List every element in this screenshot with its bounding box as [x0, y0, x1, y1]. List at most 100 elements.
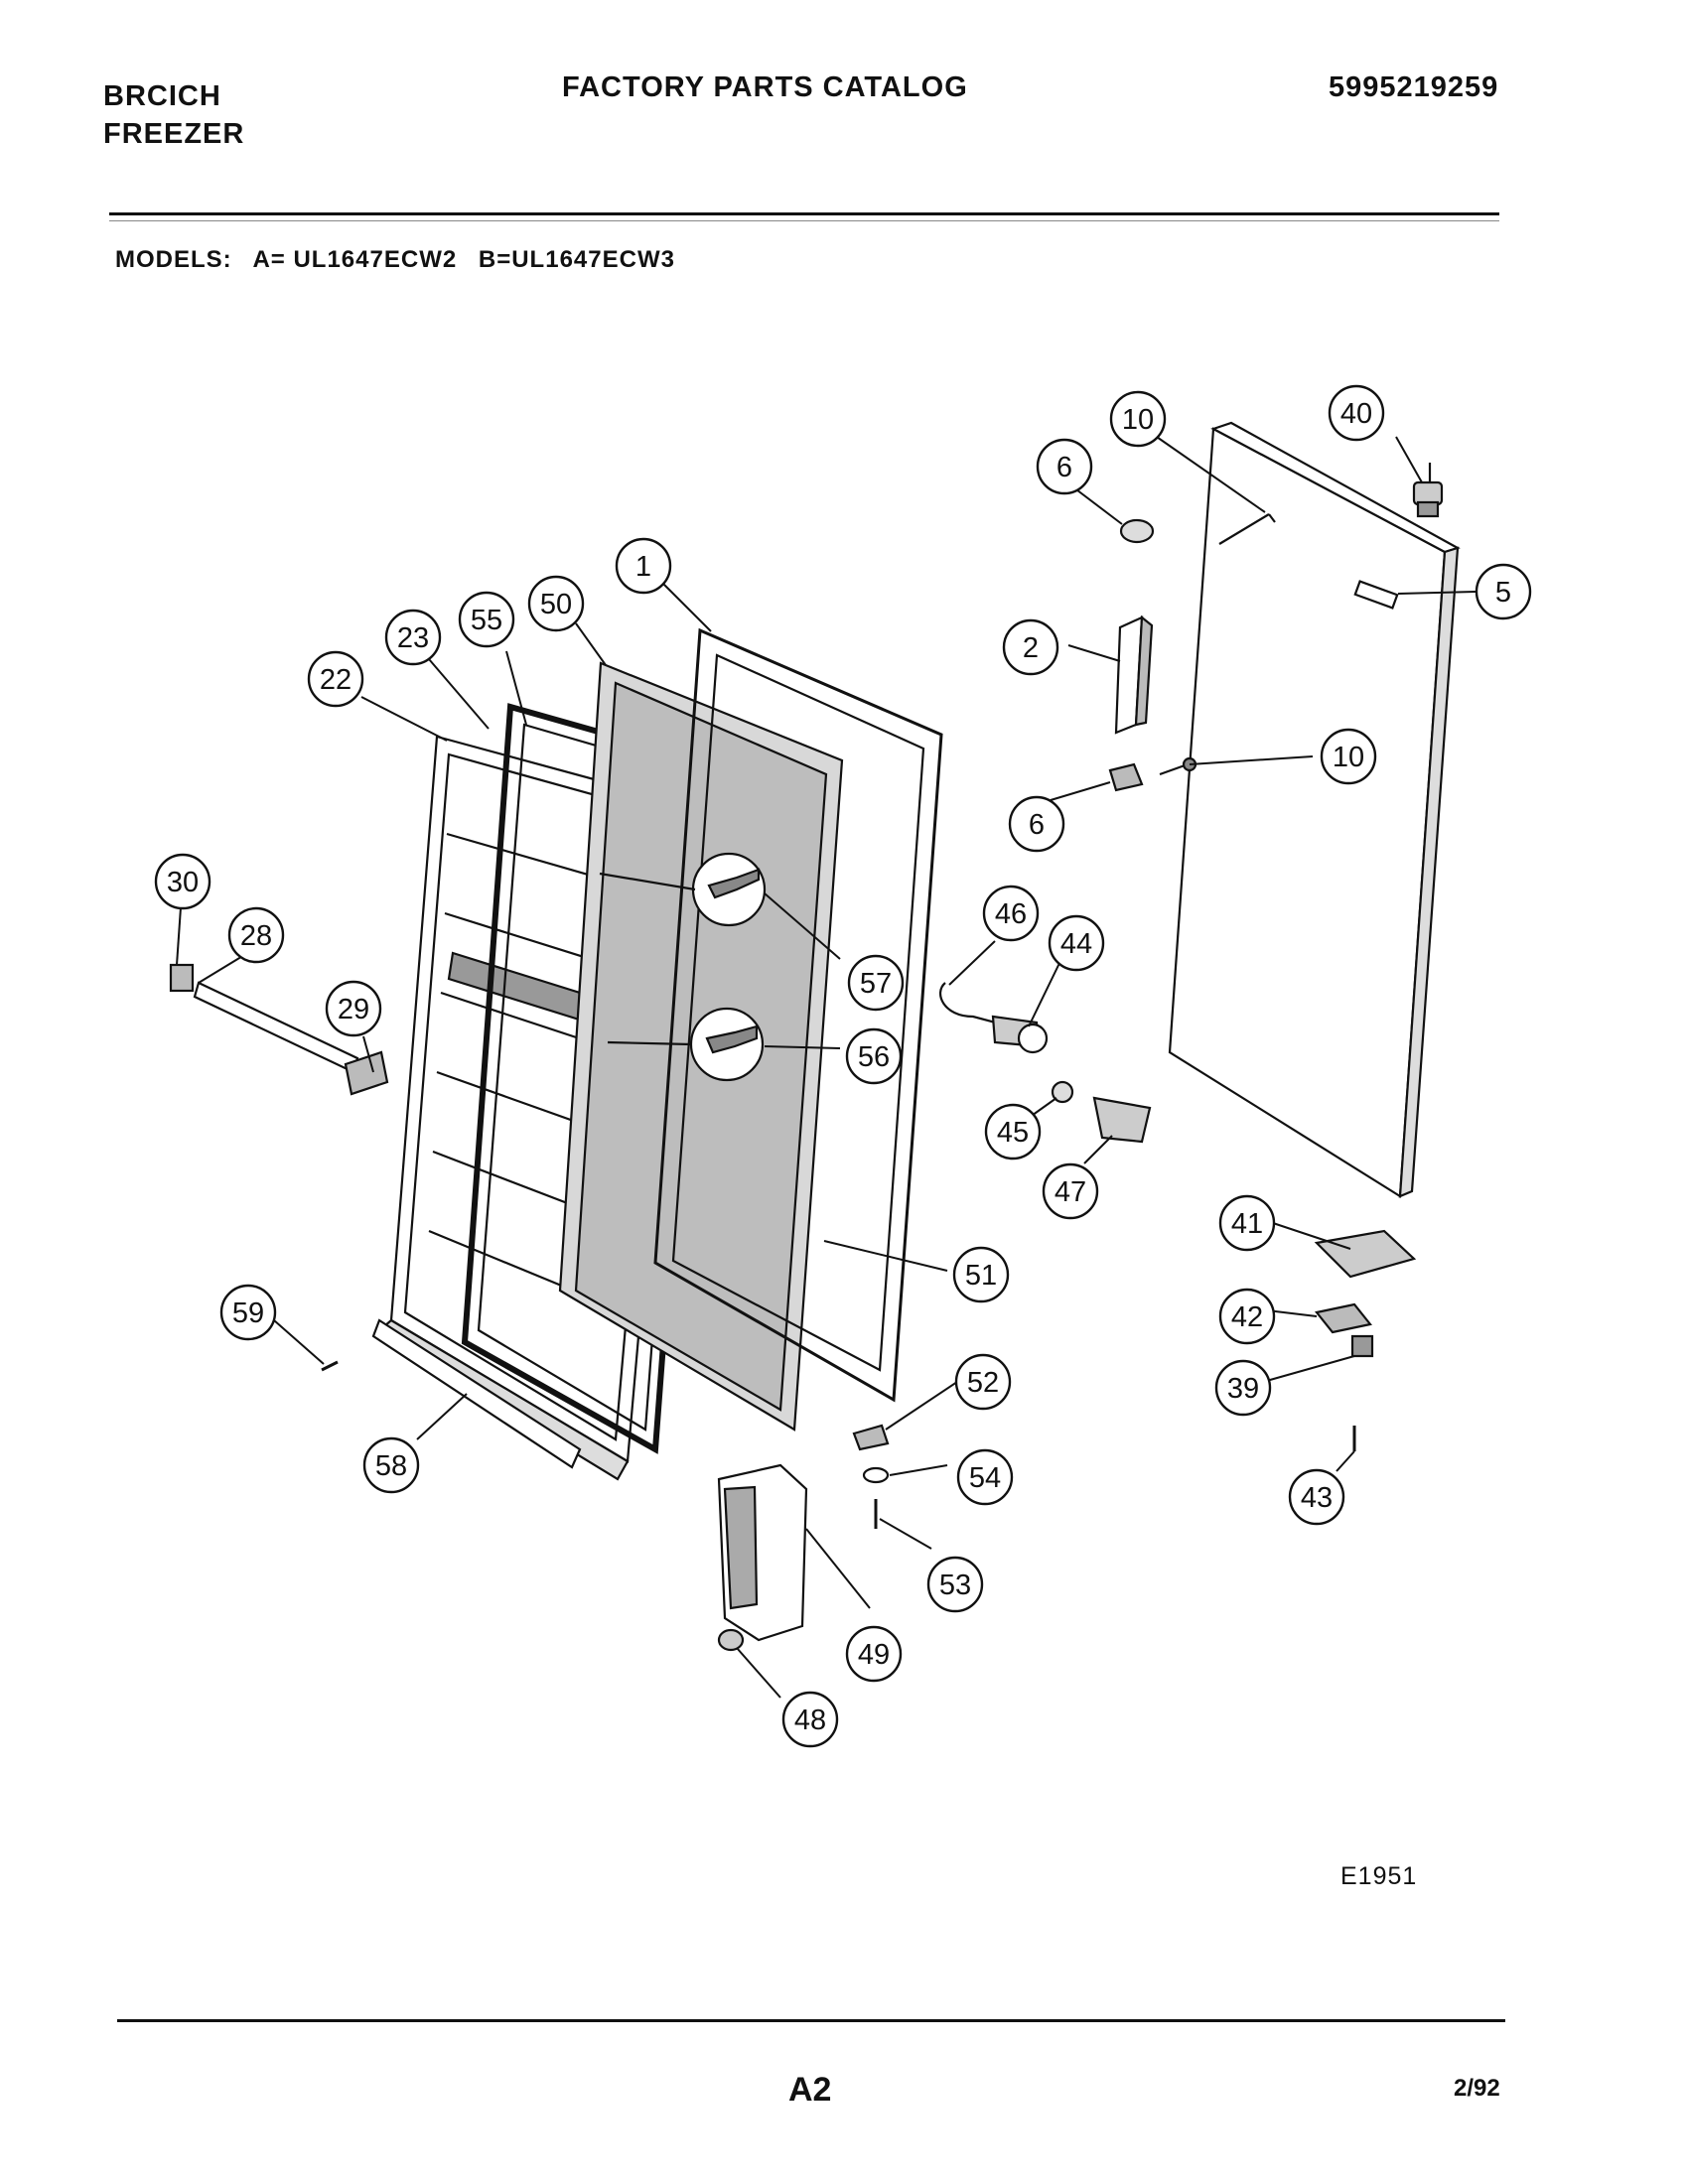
model-a: A= UL1647ECW2 — [252, 246, 458, 273]
svg-text:52: 52 — [967, 1367, 999, 1399]
svg-text:10: 10 — [1122, 404, 1154, 436]
svg-text:53: 53 — [939, 1570, 971, 1601]
header-rule — [109, 212, 1499, 215]
svg-text:43: 43 — [1301, 1482, 1333, 1514]
door-outer-panel — [1168, 421, 1461, 1198]
part-48 — [717, 1628, 745, 1652]
svg-text:22: 22 — [320, 664, 352, 696]
callout-10-lower: 10 — [1320, 728, 1377, 785]
svg-text:47: 47 — [1055, 1176, 1086, 1208]
model-b: B=UL1647ECW3 — [478, 246, 675, 273]
callout-10-top: 10 — [1109, 390, 1167, 448]
door-frame — [653, 627, 943, 1403]
footer-rule — [117, 2019, 1505, 2022]
svg-text:6: 6 — [1029, 809, 1045, 841]
callout-43: 43 — [1288, 1468, 1345, 1526]
callout-42: 42 — [1218, 1288, 1276, 1345]
callout-39: 39 — [1214, 1359, 1272, 1417]
detail-screw-57 — [599, 852, 767, 927]
bottom-hinge — [1314, 1229, 1417, 1279]
svg-text:49: 49 — [858, 1639, 890, 1671]
header-rule-thin — [109, 220, 1499, 221]
svg-text:30: 30 — [167, 867, 199, 898]
callout-6-top: 6 — [1036, 438, 1093, 495]
exploded-parts-diagram: 1 2 5 6 6 10 10 22 23 28 29 30 39 40 41 … — [154, 384, 1532, 1748]
callout-5: 5 — [1475, 563, 1532, 620]
callout-28: 28 — [227, 906, 285, 964]
svg-text:45: 45 — [997, 1117, 1029, 1149]
callout-6-lower: 6 — [1008, 795, 1065, 853]
callout-leaders — [176, 434, 1477, 1699]
svg-text:50: 50 — [540, 589, 572, 620]
callout-58: 58 — [362, 1436, 420, 1494]
diagram-artwork — [169, 421, 1461, 1652]
callout-40: 40 — [1328, 384, 1385, 442]
callout-45: 45 — [984, 1103, 1042, 1160]
callout-2: 2 — [1002, 618, 1059, 676]
svg-text:5: 5 — [1495, 577, 1511, 609]
product-type: FREEZER — [103, 118, 245, 150]
revision-date: 2/92 — [1454, 2075, 1500, 2102]
svg-text:10: 10 — [1333, 742, 1364, 773]
detail-screw-56 — [607, 1007, 765, 1082]
callout-41: 41 — [1218, 1194, 1276, 1252]
hinge-bracket-52 — [852, 1424, 890, 1451]
callout-54: 54 — [956, 1448, 1014, 1506]
brand-name: BRCICH — [103, 80, 221, 112]
callout-56: 56 — [845, 1027, 903, 1085]
brand-block: BRCICH FREEZER — [103, 77, 244, 153]
callout-30: 30 — [154, 853, 211, 910]
screw-59 — [321, 1360, 339, 1372]
callout-53: 53 — [926, 1556, 984, 1613]
models-label: MODELS: — [115, 246, 232, 273]
callout-49: 49 — [845, 1625, 903, 1683]
svg-text:55: 55 — [471, 605, 502, 636]
washer-54 — [862, 1466, 890, 1484]
svg-text:57: 57 — [860, 968, 892, 1000]
handle-trim — [1114, 614, 1154, 735]
svg-text:54: 54 — [969, 1462, 1001, 1494]
lock-handle-assembly — [939, 982, 1152, 1144]
callout-29: 29 — [325, 980, 382, 1037]
svg-text:44: 44 — [1060, 928, 1092, 960]
svg-text:1: 1 — [635, 551, 651, 583]
svg-text:6: 6 — [1056, 452, 1072, 483]
callout-57: 57 — [847, 954, 905, 1012]
catalog-title: FACTORY PARTS CATALOG — [562, 71, 968, 103]
svg-text:58: 58 — [375, 1450, 407, 1482]
svg-text:29: 29 — [338, 994, 369, 1025]
hinge-pin-top — [1412, 463, 1444, 518]
callout-1: 1 — [615, 537, 672, 595]
part-6-top — [1119, 518, 1155, 544]
callout-51: 51 — [952, 1246, 1010, 1303]
callout-50: 50 — [527, 575, 585, 632]
svg-text:39: 39 — [1227, 1373, 1259, 1405]
page-number: A2 — [788, 2071, 832, 2109]
svg-text:41: 41 — [1231, 1208, 1263, 1240]
hinge-pin-bottom — [1350, 1334, 1374, 1358]
models-line: MODELS: A= UL1647ECW2 B=UL1647ECW3 — [115, 246, 689, 274]
callout-48: 48 — [781, 1691, 839, 1748]
svg-text:28: 28 — [240, 920, 272, 952]
shelf-bar-assembly — [169, 963, 389, 1096]
callout-52: 52 — [954, 1353, 1012, 1411]
svg-text:40: 40 — [1340, 398, 1372, 430]
catalog-number: 5995219259 — [1329, 71, 1499, 103]
callout-46: 46 — [982, 885, 1040, 942]
callout-47: 47 — [1042, 1162, 1099, 1220]
svg-text:56: 56 — [858, 1041, 890, 1073]
bracket — [717, 1463, 808, 1642]
callout-44: 44 — [1048, 914, 1105, 972]
svg-text:42: 42 — [1231, 1301, 1263, 1333]
callout-22: 22 — [307, 650, 364, 708]
svg-text:46: 46 — [995, 898, 1027, 930]
bottom-trim — [371, 1318, 582, 1469]
svg-text:2: 2 — [1023, 632, 1039, 664]
svg-text:48: 48 — [794, 1705, 826, 1736]
svg-text:23: 23 — [397, 622, 429, 654]
callout-59: 59 — [219, 1284, 277, 1341]
hinge-spacer — [1315, 1302, 1372, 1334]
svg-text:51: 51 — [965, 1260, 997, 1292]
figure-code: E1951 — [1340, 1862, 1418, 1890]
part-6-lower — [1108, 762, 1144, 792]
